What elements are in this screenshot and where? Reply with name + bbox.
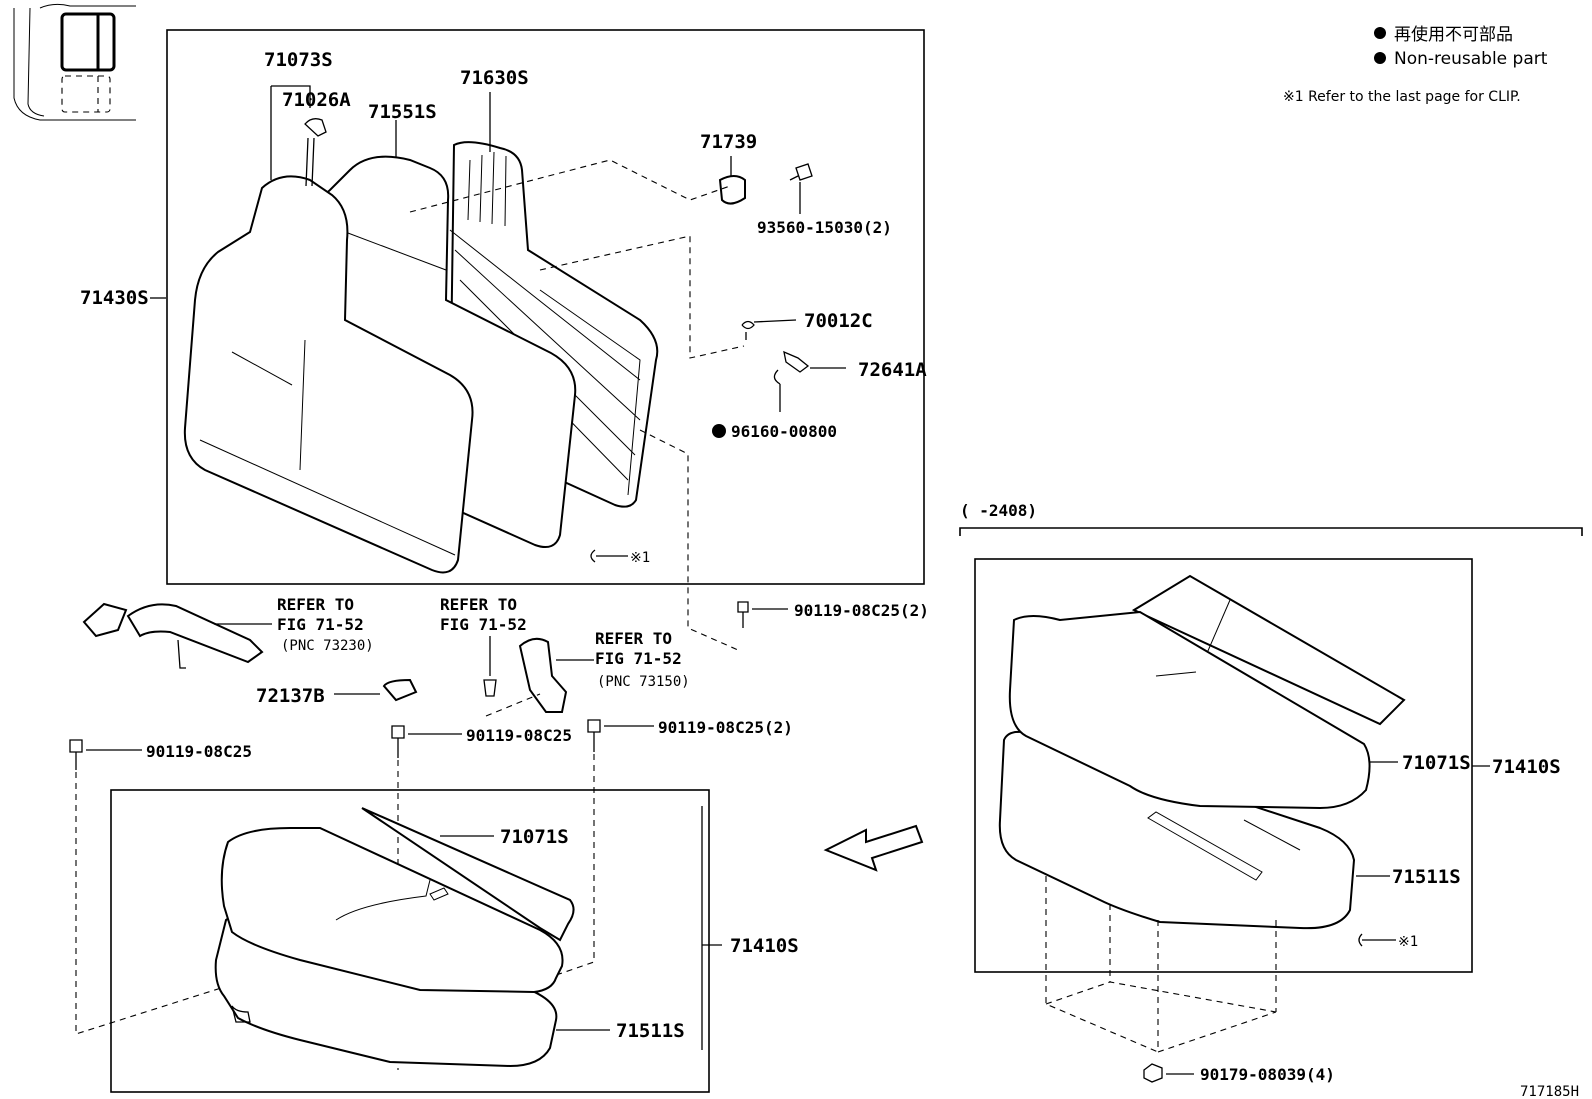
label-71026A: 71026A — [282, 89, 351, 111]
label-71430S: 71430S — [80, 287, 149, 309]
non-reusable-dot-icon — [712, 424, 726, 438]
seat-cushion-cover-71071S — [220, 807, 575, 994]
refer-2-line1: REFER TO — [440, 595, 517, 614]
label-72641A: 72641A — [858, 359, 927, 381]
clip-mark-seat-back: ※1 — [630, 550, 650, 566]
seat-cushion-cover-71071S-variant — [1008, 574, 1406, 810]
dashed-guides-right — [1045, 876, 1277, 1053]
screw-93560 — [789, 163, 813, 181]
headrest-support-71026A — [304, 118, 327, 187]
bolt-icon — [391, 725, 405, 758]
left-arrow-icon — [823, 824, 924, 872]
ring-96160 — [773, 369, 781, 385]
label-71071S-right: 71071S — [1402, 752, 1471, 774]
label-90119-08C25-mid: 90119-08C25 — [466, 726, 572, 745]
label-96160-00800: 96160-00800 — [731, 422, 837, 441]
refer-3-line3: (PNC 73150) — [597, 674, 690, 690]
leader-lines-seat-back — [150, 85, 846, 651]
knob-71739 — [718, 175, 746, 205]
label-70012C: 70012C — [804, 310, 873, 332]
buckle-assembly — [485, 637, 568, 717]
label-71410S-left: 71410S — [730, 935, 799, 957]
label-93560-15030: 93560-15030(2) — [757, 218, 892, 237]
seat-belt-assembly — [82, 602, 264, 669]
leader-lines-cushion-left — [440, 806, 722, 1050]
bolt-icon — [69, 739, 83, 770]
refer-1-line3: (PNC 73230) — [281, 638, 374, 654]
range-label: ( -2408) — [960, 501, 1037, 520]
non-reusable-dot-icon — [1374, 52, 1386, 64]
label-71511S-left: 71511S — [616, 1020, 685, 1042]
refer-2-line2: FIG 71-52 — [440, 615, 527, 634]
cap-72137B — [382, 678, 418, 702]
label-90119-08C25-left: 90119-08C25 — [146, 742, 252, 761]
non-reusable-dot-icon — [1374, 27, 1386, 39]
seat-back-cover-71073S — [183, 175, 474, 574]
bolt-icon — [737, 601, 749, 628]
refer-1-line1: REFER TO — [277, 595, 354, 614]
label-71073S: 71073S — [264, 49, 333, 71]
label-71630S: 71630S — [460, 67, 529, 89]
refer-1-line2: FIG 71-52 — [277, 615, 364, 634]
label-72137B: 72137B — [256, 685, 325, 707]
range-bracket — [959, 527, 1583, 536]
legend-en: Non-reusable part — [1394, 49, 1548, 69]
pin-72641A — [783, 350, 810, 373]
seat-cushion-group-box — [110, 789, 710, 1093]
leader-lines-cushion-right — [1356, 761, 1490, 947]
bolt-icon — [587, 719, 601, 752]
nut-icon — [1143, 1063, 1163, 1083]
label-71511S-right: 71511S — [1392, 866, 1461, 888]
label-90119-08C25-2-top: 90119-08C25(2) — [794, 601, 929, 620]
refer-3-line2: FIG 71-52 — [595, 649, 682, 668]
clip-70012C — [741, 320, 755, 340]
label-71410S-right: 71410S — [1492, 756, 1561, 778]
legend: 再使用不可部品 Non-reusable part ※1 Refer to th… — [1283, 24, 1548, 105]
vehicle-locator-icon — [13, 3, 136, 121]
label-90179-08039: 90179-08039(4) — [1200, 1065, 1335, 1084]
figure-code: 717185H — [1520, 1084, 1579, 1099]
label-71071S-left: 71071S — [500, 826, 569, 848]
seat-back-group-box — [166, 29, 925, 585]
refer-3-line1: REFER TO — [595, 629, 672, 648]
label-71551S: 71551S — [368, 101, 437, 123]
legend-jp: 再使用不可部品 — [1394, 24, 1513, 45]
clip-note: ※1 Refer to the last page for CLIP. — [1283, 89, 1521, 105]
clip-mark-variant: ※1 — [1398, 934, 1418, 950]
label-71739: 71739 — [700, 131, 757, 153]
bolt-icon — [483, 679, 497, 697]
label-90119-08C25-2-mid: 90119-08C25(2) — [658, 718, 793, 737]
